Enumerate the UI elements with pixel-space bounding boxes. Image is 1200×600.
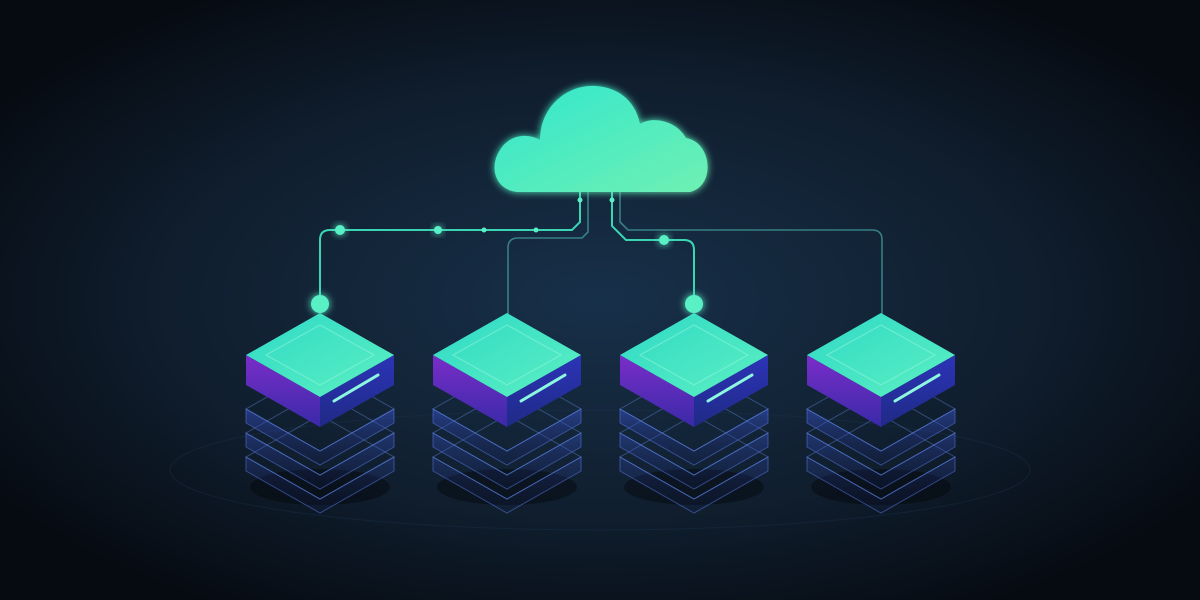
server-stack-icon: [805, 313, 957, 514]
server-side-right: [881, 355, 955, 427]
server-top: [433, 313, 581, 397]
connection-dot: [609, 197, 615, 203]
connection-line-2: [507, 192, 589, 318]
connection-node: [311, 295, 329, 313]
server-top: [246, 313, 394, 397]
server-layer-outline: [244, 414, 396, 500]
server-side-left: [433, 355, 507, 427]
server-indicator: [519, 373, 567, 403]
connection-dot: [335, 225, 345, 235]
server-layer-outline: [431, 390, 583, 476]
server-stack-icon: [618, 295, 770, 514]
server-layer: [806, 408, 956, 466]
connection-line-3: [611, 192, 695, 304]
server-side-left: [807, 355, 881, 427]
server-layer: [806, 456, 956, 514]
server-layer: [432, 408, 582, 466]
server-top-inset: [825, 324, 937, 386]
server-layer: [432, 432, 582, 490]
floor-ring: [169, 409, 1031, 531]
connection-dot: [533, 227, 539, 233]
server-layer: [619, 408, 769, 466]
connection-node: [685, 295, 703, 313]
server-layer: [245, 432, 395, 490]
server-side-left: [246, 355, 320, 427]
connection-dot: [659, 235, 669, 245]
server-indicator: [332, 373, 380, 403]
server-top: [620, 313, 768, 397]
connection-line-4: [619, 192, 883, 318]
server-layer-outline: [431, 414, 583, 500]
server-layer-outline: [244, 390, 396, 476]
server-layer-outline: [618, 390, 770, 476]
server-top: [807, 313, 955, 397]
server-top-inset: [451, 324, 563, 386]
server-layer: [619, 432, 769, 490]
server-side-left: [620, 355, 694, 427]
server-layer-outline: [805, 414, 957, 500]
server-layer-outline: [805, 390, 957, 476]
server-side-right: [320, 355, 394, 427]
server-indicator: [706, 373, 754, 403]
server-layer: [245, 408, 395, 466]
server-group: [244, 295, 957, 514]
server-top-inset: [264, 324, 376, 386]
server-layer: [619, 456, 769, 514]
server-side-right: [694, 355, 768, 427]
cloud-icon: [494, 85, 708, 192]
server-stack-icon: [431, 313, 583, 514]
connection-dot: [434, 226, 442, 234]
server-top-inset: [638, 324, 750, 386]
server-layer: [806, 432, 956, 490]
connection-line-1: [319, 192, 581, 304]
connection-dot: [481, 227, 487, 233]
connection-lines: [319, 192, 883, 318]
server-layer-outline: [618, 414, 770, 500]
server-side-right: [507, 355, 581, 427]
connection-dot: [577, 197, 583, 203]
server-layer: [245, 456, 395, 514]
server-stack-icon: [244, 295, 396, 514]
server-indicator: [893, 373, 941, 403]
server-layer: [432, 456, 582, 514]
